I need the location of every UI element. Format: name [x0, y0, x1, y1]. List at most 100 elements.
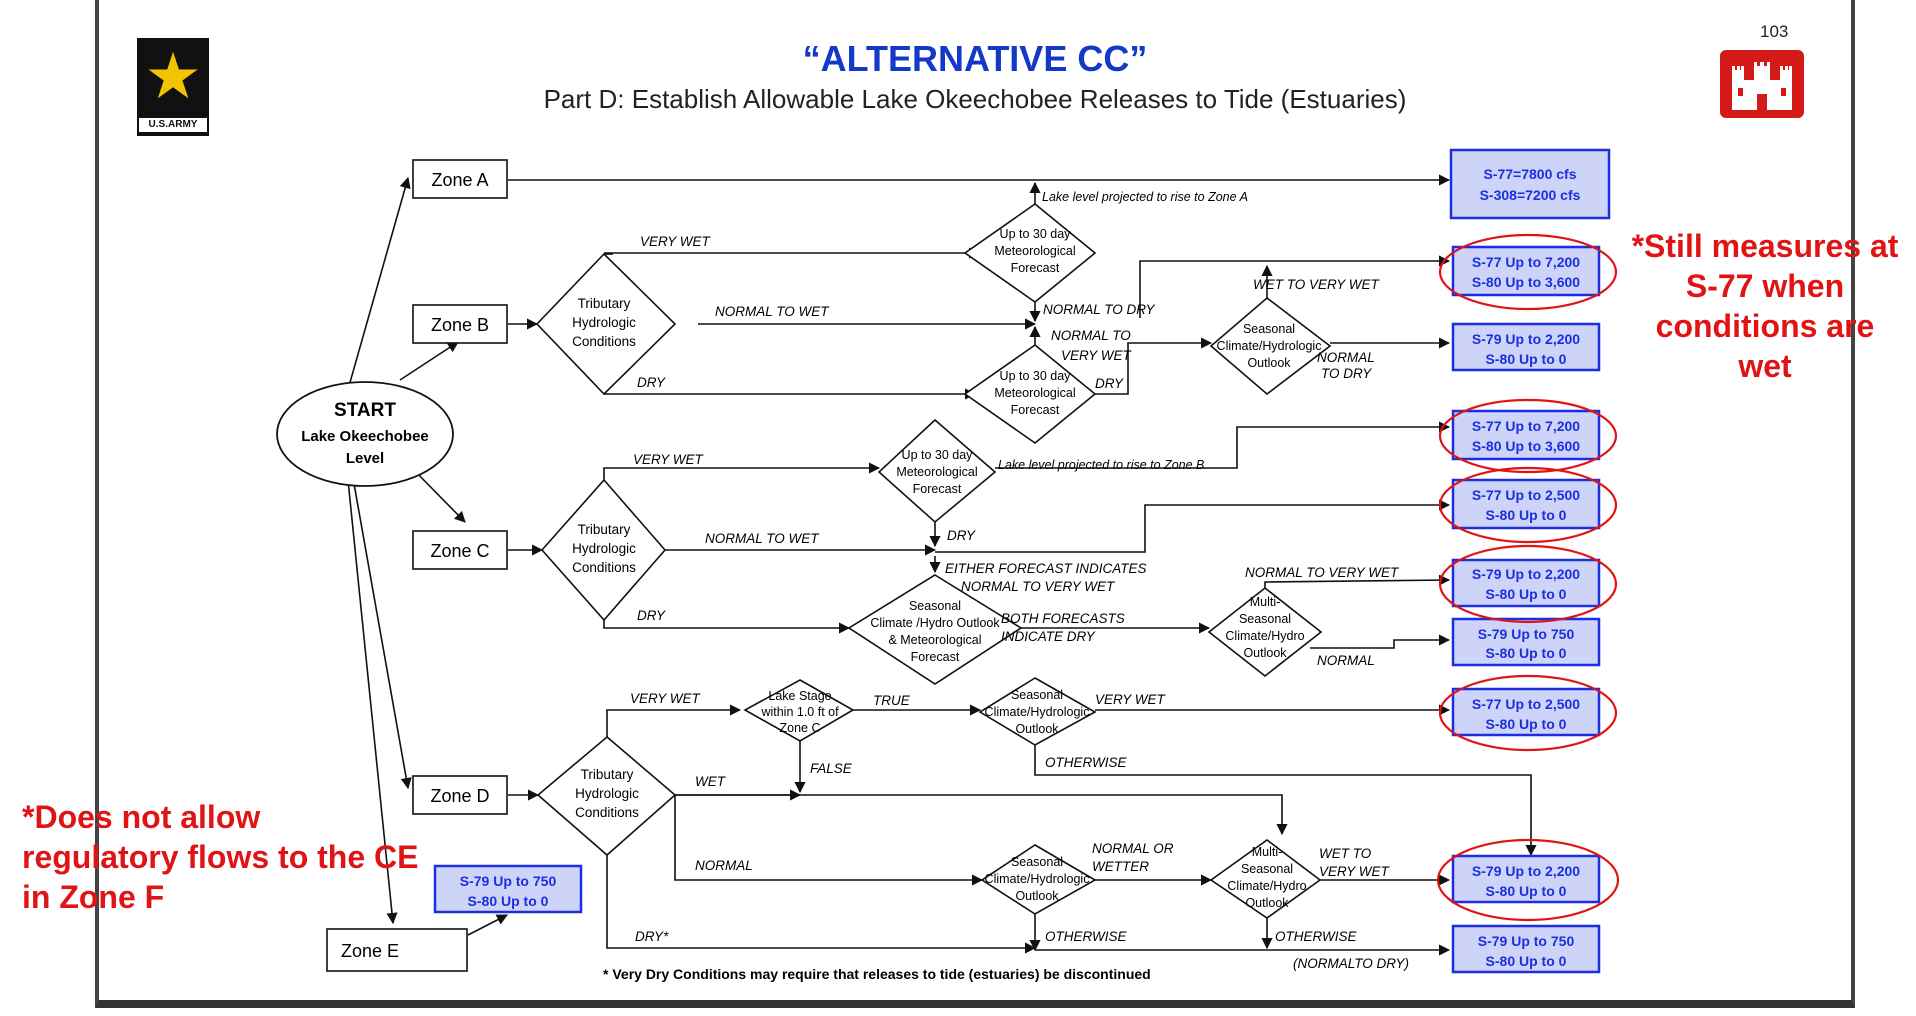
seasonal-b-line-2: Climate/Hydrologic [1217, 339, 1322, 353]
label-normal-dry-b2-2: TO DRY [1321, 366, 1372, 381]
seasonal-d-mid-diamond [980, 844, 1097, 915]
label-dry-c: DRY [637, 608, 666, 623]
outcome-boxes: S-77=7800 cfs S-308=7200 cfs S-77 Up to … [433, 148, 1611, 974]
label-both-2: INDICATE DRY [1001, 629, 1096, 644]
label-very-wet-d-2: VERY WET [1095, 692, 1167, 707]
page-subtitle: Part D: Establish Allowable Lake Okeecho… [543, 84, 1407, 114]
seasonal-met-c-line-4: Forecast [911, 650, 960, 664]
met-b-top-line-1: Up to 30 day [1000, 227, 1072, 241]
label-dry-star: DRY* [635, 929, 669, 944]
outcome-c4-line-2: S-80 Up to 0 [1486, 645, 1567, 661]
seasonal-met-c-line-3: & Meteorological [888, 633, 981, 647]
outcome-b1-line-1: S-77 Up to 7,200 [1472, 254, 1580, 270]
tributary-d-diamond [536, 735, 677, 857]
met-b-bot-line-2: Meteorological [994, 386, 1075, 400]
label-either-1: EITHER FORECAST INDICATES [945, 561, 1147, 576]
outcome-d2-line-1: S-79 Up to 2,200 [1472, 863, 1580, 879]
seasonal-b-diamond [1209, 296, 1332, 396]
met-b-bot-line-1: Up to 30 day [1000, 369, 1072, 383]
outcome-d1: S-77 Up to 2,500 S-80 Up to 0 [1451, 687, 1601, 737]
label-normal-dry-b: NORMAL TO DRY [1043, 302, 1156, 317]
zone-c-box [412, 530, 508, 570]
outcome-b2: S-79 Up to 2,200 S-80 Up to 0 [1451, 322, 1601, 372]
outcome-d3-line-2: S-80 Up to 0 [1486, 953, 1567, 969]
multi-c-line-3: Climate/Hydro [1225, 629, 1304, 643]
highlight-d1 [1438, 674, 1618, 752]
label-wet-very-wet-d-1: WET TO [1319, 846, 1372, 861]
seasonal-met-c-diamond [847, 574, 1023, 685]
stage-d-line-3: Zone C [780, 721, 821, 735]
label-normal-very-wet-c: NORMAL TO VERY WET [1245, 565, 1400, 580]
seasonal-d-mid-line-3: Outlook [1015, 889, 1059, 903]
multi-c-diamond [1207, 586, 1323, 678]
tributary-d-line-3: Conditions [575, 805, 639, 820]
label-normal-to-dry-d: (NORMALTO DRY) [1293, 956, 1409, 971]
outcome-c3-line-1: S-79 Up to 2,200 [1472, 566, 1580, 582]
note-still-measures: *Still measures at S-77 when conditions … [1631, 228, 1899, 384]
zone-b-box [412, 304, 508, 344]
outcome-c1: S-77 Up to 7,200 S-80 Up to 3,600 [1451, 409, 1601, 461]
seasonal-d-mid-line-2: Climate/Hydrologic [985, 872, 1090, 886]
page-title: “ALTERNATIVE CC” [802, 38, 1148, 79]
zone-a-box [412, 159, 508, 199]
label-lake-rise-a: Lake level projected to rise to Zone A [1042, 190, 1248, 204]
label-normal-d: NORMAL [695, 858, 753, 873]
multi-d-diamond [1209, 839, 1322, 919]
label-dry-b: DRY [637, 375, 666, 390]
multi-c-line-2: Seasonal [1239, 612, 1291, 626]
outcome-a-line-1: S-77=7800 cfs [1483, 166, 1576, 182]
zone-c-label: Zone C [430, 541, 489, 561]
outcome-e: S-79 Up to 750 S-80 Up to 0 [433, 864, 583, 914]
outcome-b1: S-77 Up to 7,200 S-80 Up to 3,600 [1451, 245, 1601, 297]
label-dry-c-2: DRY [947, 528, 976, 543]
outcome-d1-line-2: S-80 Up to 0 [1486, 716, 1567, 732]
outcome-c2: S-77 Up to 2,500 S-80 Up to 0 [1451, 478, 1601, 530]
outcome-c1-line-1: S-77 Up to 7,200 [1472, 418, 1580, 434]
outcome-c4-line-1: S-79 Up to 750 [1478, 626, 1575, 642]
label-both-1: BOTH FORECASTS [1001, 611, 1125, 626]
stage-d-line-2: within 1.0 ft of [760, 705, 839, 719]
tributary-d-line-1: Tributary [581, 767, 634, 782]
met-c-line-2: Meteorological [896, 465, 977, 479]
met-b-bot-diamond [963, 343, 1097, 445]
zone-d-label: Zone D [430, 786, 489, 806]
label-true-d: TRUE [873, 693, 911, 708]
start-line-1: Lake Okeechobee [301, 428, 429, 445]
met-c-line-1: Up to 30 day [902, 448, 974, 462]
label-normal-wetter-1: NORMAL OR [1092, 841, 1174, 856]
page-number: 103 [1760, 22, 1789, 41]
tributary-c-line-3: Conditions [572, 560, 636, 575]
outcome-a: S-77=7800 cfs S-308=7200 cfs [1449, 148, 1611, 220]
footnote: * Very Dry Conditions may require that r… [603, 966, 1151, 982]
tributary-c-diamond [540, 478, 667, 622]
outcome-d1-line-1: S-77 Up to 2,500 [1472, 696, 1580, 712]
outcome-b2-line-2: S-80 Up to 0 [1486, 351, 1567, 367]
seasonal-met-c-line-2: Climate /Hydro Outlook [870, 616, 1000, 630]
connector-lines [346, 174, 1537, 956]
tributary-c-line-2: Hydrologic [572, 541, 636, 556]
us-army-logo: ★ U.S.ARMY [137, 38, 209, 136]
tributary-d-line-2: Hydrologic [575, 786, 639, 801]
zone-a-label: Zone A [431, 170, 488, 190]
stage-d-diamond [743, 679, 855, 742]
label-very-wet-c: VERY WET [633, 452, 705, 467]
note-no-regulatory-flows: *Does not allow regulatory flows to the … [22, 799, 419, 915]
seasonal-d-top-line-1: Seasonal [1011, 688, 1063, 702]
label-lake-rise-b: Lake level projected to rise to Zone B [998, 458, 1204, 472]
seasonal-b-line-3: Outlook [1247, 356, 1291, 370]
label-wet-very-wet-d-2: VERY WET [1319, 864, 1391, 879]
outcome-a-line-2: S-308=7200 cfs [1480, 187, 1581, 203]
met-b-top-diamond [963, 202, 1097, 304]
zone-e-box [326, 928, 468, 972]
met-b-top-line-3: Forecast [1011, 261, 1060, 275]
label-otherwise-d-2: OTHERWISE [1045, 929, 1128, 944]
seasonal-met-c-line-1: Seasonal [909, 599, 961, 613]
tributary-b-line-3: Conditions [572, 334, 636, 349]
tributary-b-line-1: Tributary [578, 296, 631, 311]
multi-d-line-2: Seasonal [1241, 862, 1293, 876]
outcome-c1-line-2: S-80 Up to 3,600 [1472, 438, 1580, 454]
multi-d-line-4: Outlook [1245, 896, 1289, 910]
met-c-line-3: Forecast [913, 482, 962, 496]
label-wet-d: WET [695, 774, 727, 789]
flowchart: START Lake Okeechobee Level Zone A Zone … [276, 148, 1620, 982]
